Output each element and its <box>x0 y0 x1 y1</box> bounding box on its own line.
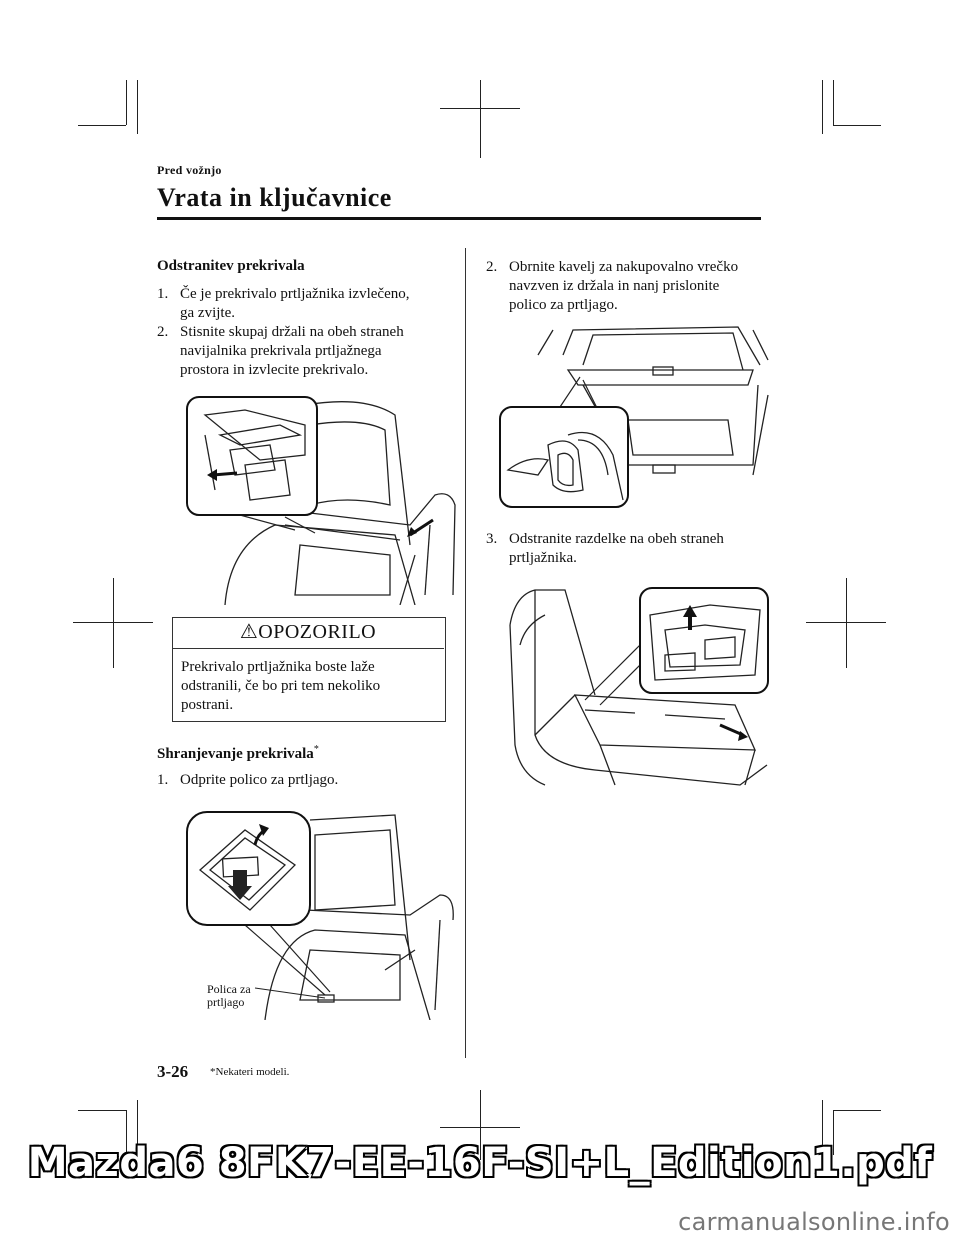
side-compartments-illustration <box>509 587 769 786</box>
step-text-line: prostora in izvlecite prekrivalo. <box>180 362 369 378</box>
models-asterisk: * <box>313 744 319 755</box>
footnote: *Nekateri modeli. <box>210 1066 290 1078</box>
removal-step-1: 1. Če je prekrivalo prtljažnika izvlečen… <box>157 285 457 325</box>
site-watermark: carmanualsonline.info <box>678 1208 950 1236</box>
removal-heading: Odstranitev prekrivala <box>157 258 305 274</box>
step-text-line: ga zvijte. <box>180 305 235 321</box>
warning-box <box>172 617 446 722</box>
figure-label: Polica za prtljago <box>207 983 251 1009</box>
step-text-line: navzven iz držala in nanj prislonite <box>509 278 720 294</box>
figure-label-line: Polica za <box>207 982 251 996</box>
right-step-3: 3. Odstranite razdelke na obeh straneh p… <box>486 530 776 570</box>
storage-step-1: 1. Odprite polico za prtljago. <box>157 771 457 791</box>
step-number: 1. <box>157 286 169 302</box>
warning-header: ⚠OPOZORILO <box>172 617 444 649</box>
step-number: 1. <box>157 772 169 788</box>
removal-step-2: 2. Stisnite skupaj držali na obeh strane… <box>157 323 457 383</box>
step-text-line: Odstranite razdelke na obeh straneh <box>509 531 724 547</box>
warning-text-line: odstranili, če bo pri tem nekoliko <box>181 678 381 694</box>
title-rule <box>157 217 761 220</box>
step-text-line: navijalnika prekrivala prtljažnega <box>180 343 382 359</box>
step-text-line: Če je prekrivalo prtljažnika izvlečeno, <box>180 286 410 302</box>
watermark-filename: Mazda6 8FK7-EE-16F-SI+L_Edition1.pdf <box>27 1139 933 1187</box>
page-title: Vrata in ključavnice <box>157 183 392 212</box>
warning-text-line: Prekrivalo prtljažnika boste laže <box>181 659 375 675</box>
step-text-line: Stisnite skupaj držali na obeh straneh <box>180 324 404 340</box>
step-text-line: Odprite polico za prtljago. <box>180 772 339 788</box>
step-number: 2. <box>157 324 169 340</box>
step-text-line: prtljažnika. <box>509 550 577 566</box>
warning-text-line: postrani. <box>181 697 234 713</box>
step-number: 3. <box>486 531 498 547</box>
section-label: Pred vožnjo <box>157 163 222 177</box>
cover-removal-illustration <box>186 396 456 605</box>
step-number: 2. <box>486 259 498 275</box>
warning-title: OPOZORILO <box>258 621 377 643</box>
page-number: 3-26 <box>157 1062 189 1081</box>
right-step-2: 2. Obrnite kavelj za nakupovalno vrečko … <box>486 258 776 318</box>
storage-heading: Shranjevanje prekrivala* <box>157 744 319 763</box>
figure-label-line: prtljago <box>207 995 245 1009</box>
step-text-line: polico za prtljago. <box>509 297 618 313</box>
step-text-line: Obrnite kavelj za nakupovalno vrečko <box>509 259 739 275</box>
storage-heading-text: Shranjevanje prekrivala <box>157 746 314 762</box>
column-divider <box>465 248 466 1058</box>
shopping-hook-illustration <box>499 326 769 508</box>
warning-icon: ⚠ <box>239 621 259 643</box>
luggage-shelf-illustration <box>186 811 454 1020</box>
